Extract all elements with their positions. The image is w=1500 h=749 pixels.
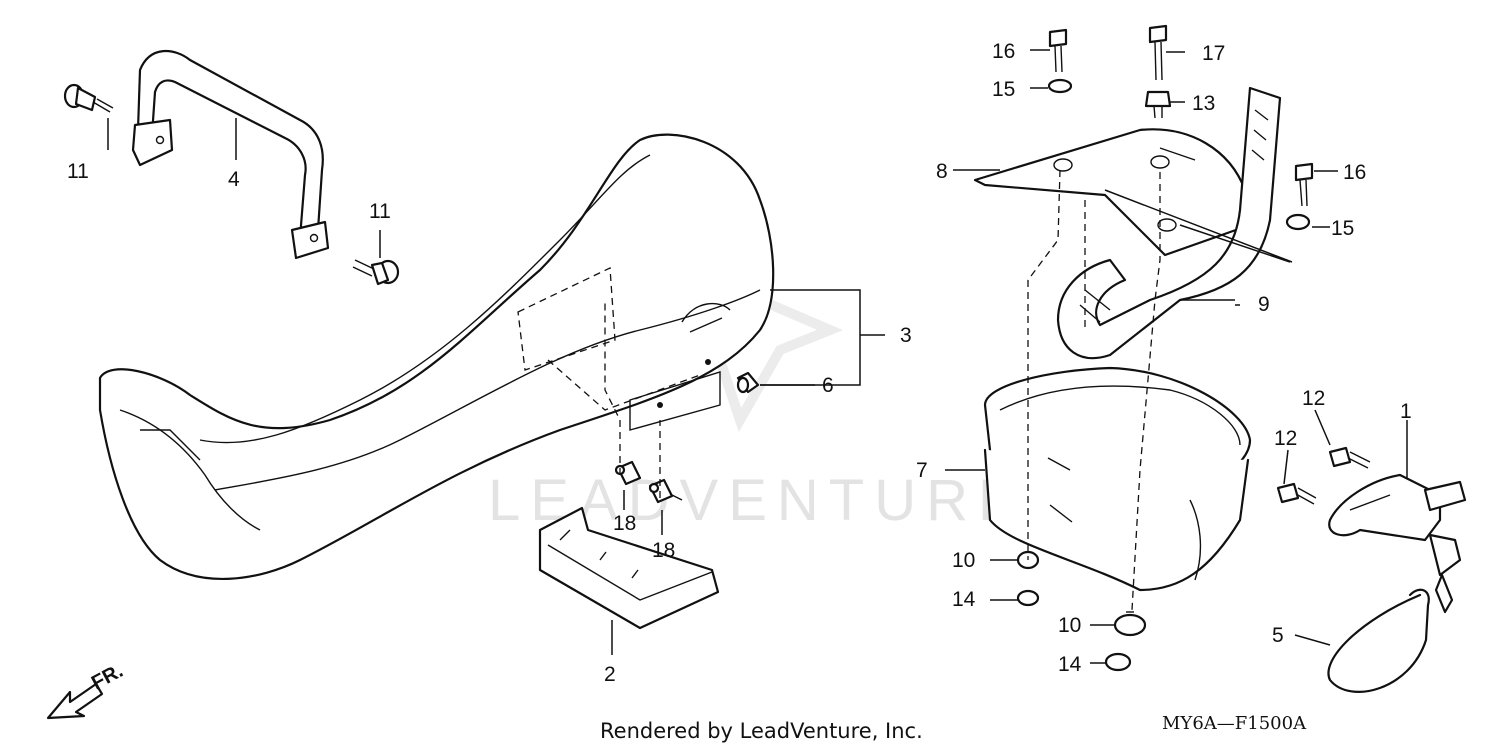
grab-strap-4 — [131, 49, 330, 260]
callout-14b: 14 — [1058, 653, 1082, 676]
grommet-14-right — [1104, 652, 1132, 672]
assembly-lines — [604, 169, 1161, 611]
seat-lock-1 — [1328, 473, 1467, 614]
bag-7 — [983, 366, 1252, 592]
footer-credit: Rendered by LeadVenture, Inc. — [600, 719, 923, 743]
grommet-14-left — [1016, 589, 1040, 607]
bolt-16-right — [1294, 162, 1314, 207]
callout-2: 2 — [604, 663, 616, 686]
callout-11b: 11 — [369, 200, 391, 223]
collar-6 — [736, 371, 760, 394]
front-arrow-icon — [46, 682, 104, 720]
callout-16a: 16 — [992, 40, 1015, 63]
grommet-10-right — [1113, 611, 1147, 637]
strap-9 — [1056, 86, 1282, 360]
cable-5 — [1327, 588, 1430, 693]
callout-labels: 11 4 11 3 6 18 18 2 16 15 17 13 8 16 15 … — [67, 40, 1412, 686]
callout-leaders — [107, 49, 1408, 664]
callout-17: 17 — [1202, 42, 1225, 65]
cover-2 — [538, 506, 720, 630]
callout-10b: 10 — [1058, 614, 1081, 637]
callout-13: 13 — [1192, 92, 1215, 115]
callout-18a: 18 — [613, 512, 636, 535]
front-indicator: FR. — [46, 660, 127, 720]
bolt-11-left — [63, 83, 114, 113]
callout-3: 3 — [900, 324, 912, 347]
callout-8: 8 — [936, 160, 948, 183]
bolt-17 — [1148, 24, 1168, 81]
callout-15a: 15 — [992, 78, 1015, 101]
callout-15b: 15 — [1331, 217, 1354, 240]
screw-12-left — [1276, 482, 1317, 505]
grommet-13 — [1144, 90, 1172, 119]
callout-10a: 10 — [952, 549, 975, 572]
washer-15-top — [1047, 78, 1073, 94]
callout-4: 4 — [228, 168, 240, 191]
callout-9: 9 — [1258, 293, 1270, 316]
callout-12b: 12 — [1274, 427, 1297, 450]
bolt-18-right — [648, 478, 683, 504]
bolt-16-top — [1048, 28, 1068, 73]
callout-14a: 14 — [952, 588, 976, 611]
washer-15-right — [1285, 213, 1311, 231]
callout-5: 5 — [1272, 624, 1284, 647]
callout-12a: 12 — [1302, 387, 1325, 410]
callout-6: 6 — [822, 374, 834, 397]
callout-1: 1 — [1400, 400, 1412, 423]
callout-7: 7 — [916, 459, 928, 482]
callout-16b: 16 — [1343, 161, 1366, 184]
diagram-code: MY6A—F1500A — [1162, 713, 1307, 734]
callout-11a: 11 — [67, 160, 89, 183]
bolt-11-right — [352, 259, 400, 286]
screw-12-top — [1328, 446, 1371, 469]
callout-18b: 18 — [652, 539, 675, 562]
seat — [98, 133, 775, 581]
